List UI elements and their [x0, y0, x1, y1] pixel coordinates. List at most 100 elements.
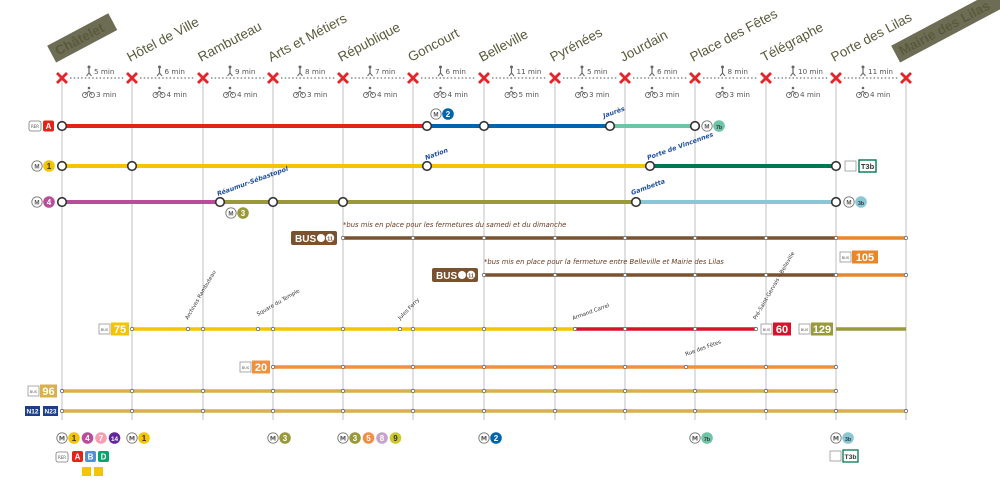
- station-node: [267, 196, 279, 208]
- bike-frame: [577, 90, 583, 96]
- walker-leg: [156, 72, 160, 77]
- noctilien-n12: N12: [27, 409, 39, 416]
- stop-node: [763, 388, 769, 394]
- walker-icon: [719, 65, 726, 77]
- walker-icon: [579, 65, 585, 77]
- stop-node: [270, 364, 276, 370]
- bike-wheel: [223, 92, 229, 98]
- metro-m-letter: M: [692, 435, 698, 442]
- bus-tag-text: BUS: [101, 328, 109, 332]
- station-node: [604, 120, 616, 132]
- walker-icon: [649, 65, 655, 77]
- walker-head: [721, 65, 724, 69]
- bike-time: 3 min: [307, 90, 327, 99]
- stop-node: [270, 408, 276, 414]
- walker-leg: [367, 72, 371, 77]
- tram-line-box: [858, 159, 877, 173]
- cross-stroke: [549, 72, 561, 84]
- bus-word: BUS: [295, 234, 316, 245]
- stop-node: [763, 235, 769, 241]
- walker-icon: [297, 65, 303, 77]
- walker-icon: [86, 65, 92, 77]
- station-node: [337, 196, 349, 208]
- rer-line-letter: A: [46, 122, 52, 131]
- station-label: Arts et Métiers: [265, 10, 349, 64]
- walker-head: [368, 65, 372, 69]
- walker-icon: [227, 65, 233, 77]
- metro-m-letter: M: [34, 199, 39, 206]
- line-number-disc: [68, 432, 80, 444]
- walker-head: [439, 65, 442, 69]
- closed-station-cross-icon: [337, 72, 349, 84]
- bike-icon: [433, 86, 447, 98]
- station-box-bg: [891, 0, 1000, 63]
- bike-icon: [293, 86, 306, 98]
- bus-number-text: 105: [856, 252, 874, 264]
- walker-icon: [367, 65, 373, 77]
- stop-node: [270, 326, 276, 332]
- walker-leg: [790, 72, 794, 77]
- walker-leg: [651, 72, 655, 77]
- bike-frame: [369, 90, 374, 96]
- cross-stroke: [830, 72, 842, 84]
- stop-node: [397, 326, 403, 332]
- stop-node: [410, 408, 416, 414]
- bike-icon: [575, 86, 588, 98]
- bike-wheel: [786, 92, 792, 98]
- walker-head: [298, 65, 302, 69]
- metro-m-icon: [689, 432, 701, 444]
- walker-leg: [508, 72, 512, 77]
- station-node: [421, 160, 433, 172]
- line-number-disc: [701, 432, 713, 444]
- bike-time: 4 min: [870, 90, 890, 99]
- bike-frame: [225, 90, 231, 96]
- bike-time: 4 min: [377, 90, 397, 99]
- walk-time: 5 min: [94, 67, 114, 76]
- bus-number-text: 60: [776, 324, 788, 336]
- bike-rider-head: [87, 86, 91, 90]
- walk-time: 6 min: [165, 67, 185, 76]
- bike-icon: [363, 86, 376, 98]
- line-number-text: 3: [353, 434, 358, 443]
- bike-wheel: [863, 92, 869, 98]
- stop-node: [903, 408, 909, 414]
- stop-node: [833, 408, 839, 414]
- walker-head: [580, 65, 584, 69]
- bus-number-box: [773, 322, 791, 336]
- walker-leg: [437, 72, 441, 77]
- bus-badge-bg: [432, 268, 478, 282]
- bike-wheel: [582, 92, 588, 98]
- bike-wheel: [89, 92, 95, 98]
- stop-node: [255, 326, 261, 332]
- tram-icon: [844, 160, 857, 172]
- bike-time: 3 min: [96, 90, 116, 99]
- walker-leg: [369, 72, 373, 77]
- stop-node: [270, 388, 276, 394]
- stop-node: [552, 235, 558, 241]
- bike-rider-head: [580, 86, 584, 90]
- bike-time: 5 min: [519, 90, 539, 99]
- note-belleville-bus: *bus mis en place pour la fermeture entr…: [484, 258, 724, 266]
- bike-time: 3 min: [730, 90, 750, 99]
- bike-frame: [295, 90, 301, 96]
- metro-m-letter: M: [59, 435, 65, 442]
- stop-node: [622, 408, 628, 414]
- bus-tag-text: BUS: [842, 256, 850, 260]
- stop-node: [481, 408, 487, 414]
- line-number-disc: [855, 196, 867, 208]
- stop-node: [481, 272, 487, 278]
- walker-leg: [159, 72, 163, 77]
- closed-station-cross-icon: [549, 72, 561, 84]
- cross-stroke: [126, 72, 138, 84]
- stop-node: [552, 408, 558, 414]
- bike-frame: [722, 90, 726, 96]
- line-number-text: 2: [494, 434, 499, 443]
- walker-icon: [156, 65, 163, 77]
- bike-wheel: [793, 92, 799, 98]
